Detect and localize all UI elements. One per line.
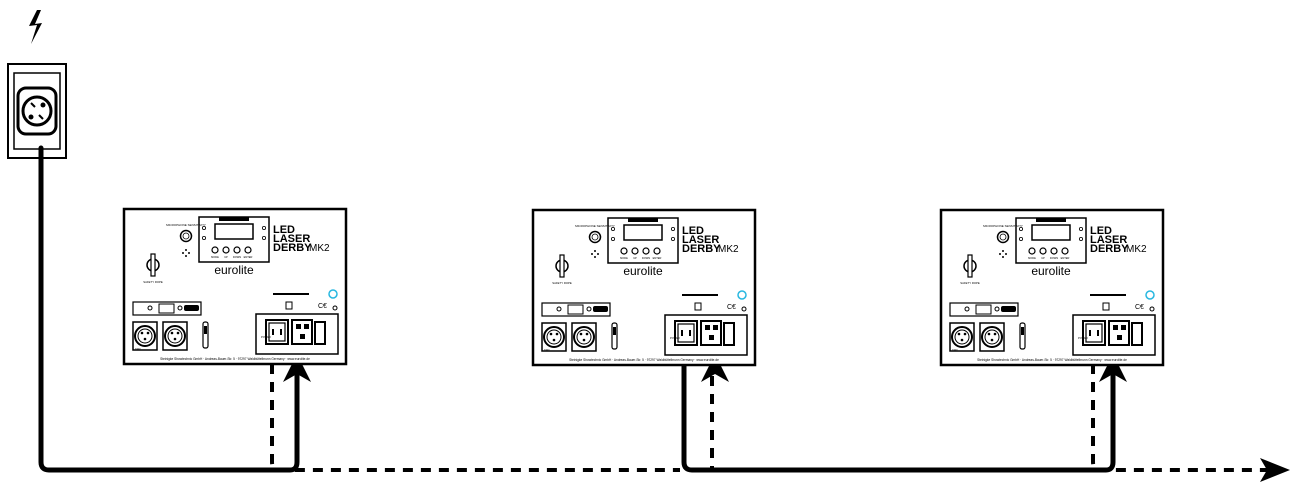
- control-button: [632, 248, 638, 254]
- mic-knob: [998, 232, 1009, 243]
- fuse-slot: [568, 305, 583, 314]
- power-in-socket-icon: [675, 321, 697, 345]
- mic-sensitivity-label: MICROPHONE SENSITIVITY: [166, 223, 206, 227]
- control-button: [1051, 248, 1057, 254]
- power-out-socket-icon: [292, 320, 312, 344]
- power-label: POWER: [670, 336, 680, 340]
- xlr-connector-icon: [572, 323, 596, 351]
- mic-sensitivity-label: MICROPHONE SENSITIVITY: [575, 224, 615, 228]
- wall-socket-icon: [8, 64, 66, 158]
- title-line-derby: DERBY: [273, 242, 312, 254]
- control-button-label: UP: [1041, 256, 1045, 260]
- control-button: [1040, 248, 1046, 254]
- power-in-socket-icon: [1083, 321, 1105, 345]
- control-button: [1029, 248, 1035, 254]
- control-button-label: MODE: [620, 256, 628, 260]
- xlr-connector-icon: [542, 323, 566, 351]
- mic-knob: [590, 232, 601, 243]
- control-label: CONTROL: [227, 218, 242, 222]
- dmx-label: DMX: [544, 348, 550, 352]
- serial-label-strip: [273, 293, 309, 295]
- safety-rope-label: SAFETY ROPE: [552, 281, 572, 285]
- serial-label-strip: [1090, 294, 1126, 296]
- fuse-brand-mark: [1001, 306, 1016, 312]
- safety-rope-label: SAFETY ROPE: [960, 281, 980, 285]
- model-suffix: MK2: [718, 244, 739, 255]
- ce-mark: C€: [318, 303, 327, 310]
- selector-knob: [1021, 327, 1024, 335]
- brand-logo: eurolite: [214, 263, 254, 277]
- control-label: CONTROL: [1044, 219, 1059, 223]
- model-suffix: MK2: [309, 243, 330, 254]
- control-button: [654, 248, 660, 254]
- xlr-connector-icon: [980, 323, 1004, 351]
- fuse-slot: [159, 304, 174, 313]
- safety-rope-label: SAFETY ROPE: [143, 280, 163, 284]
- brand-logo: eurolite: [1031, 264, 1071, 278]
- control-button-label: UP: [633, 256, 637, 260]
- control-button: [223, 247, 229, 253]
- footer-address: Steinigke Showtechnic GmbH · Andreas-Bau…: [160, 357, 310, 361]
- control-button-label: MODE: [1028, 256, 1036, 260]
- control-button: [643, 248, 649, 254]
- control-button-label: DOWN: [233, 255, 241, 259]
- selector-switch: [1020, 323, 1025, 349]
- dmx-label: DMX: [135, 347, 141, 351]
- xlr-connector-icon: [163, 322, 187, 350]
- mic-sensitivity-label: MICROPHONE SENSITIVITY: [983, 224, 1023, 228]
- xlr-connector-icon: [133, 322, 157, 350]
- control-button: [621, 248, 627, 254]
- control-button: [212, 247, 218, 253]
- device-panel: CONTROL MODE UP DOWNENTER MICROPHONE SENSITI…: [124, 209, 346, 364]
- selector-knob: [613, 327, 616, 335]
- fuse-brand-mark: [593, 306, 608, 312]
- mic-knob: [181, 231, 192, 242]
- selector-switch: [203, 322, 208, 348]
- power-out-socket-icon: [701, 321, 721, 345]
- selector-knob: [204, 326, 207, 334]
- power-in-socket-icon: [266, 320, 288, 344]
- fuse-brand-mark: [184, 305, 199, 311]
- fuse-drawer: [1132, 323, 1142, 345]
- fuse-slot: [976, 305, 991, 314]
- power-cable-dashed: [272, 364, 1268, 470]
- control-button-label: ENTER: [244, 255, 253, 259]
- control-button: [234, 247, 240, 253]
- control-button-label: ENTER: [653, 256, 662, 260]
- control-button-label: DOWN: [1050, 256, 1058, 260]
- fuse-drawer: [724, 323, 734, 345]
- display-screen: [1032, 225, 1070, 240]
- brand-logo: eurolite: [623, 264, 663, 278]
- fuse-drawer: [315, 322, 325, 344]
- control-button-label: DOWN: [642, 256, 650, 260]
- power-label: POWER: [1078, 336, 1088, 340]
- control-button-label: UP: [224, 255, 228, 259]
- ce-mark: C€: [1135, 304, 1144, 311]
- footer-address: Steinigke Showtechnic GmbH · Andreas-Bau…: [977, 358, 1127, 362]
- dmx-label: DMX: [952, 348, 958, 352]
- control-label: CONTROL: [636, 219, 651, 223]
- xlr-connector-icon: [950, 323, 974, 351]
- selector-switch: [612, 323, 617, 349]
- ce-mark: C€: [727, 304, 736, 311]
- display-screen: [215, 224, 253, 239]
- control-button: [245, 247, 251, 253]
- control-button: [1062, 248, 1068, 254]
- serial-label-strip: [682, 294, 718, 296]
- title-line-derby: DERBY: [682, 243, 721, 255]
- control-button-label: ENTER: [1061, 256, 1070, 260]
- power-label: POWER: [261, 335, 271, 339]
- lightning-icon: [29, 10, 42, 44]
- model-suffix: MK2: [1126, 244, 1147, 255]
- display-screen: [624, 225, 662, 240]
- footer-address: Steinigke Showtechnic GmbH · Andreas-Bau…: [569, 358, 719, 362]
- power-out-socket-icon: [1109, 321, 1129, 345]
- title-line-derby: DERBY: [1090, 243, 1129, 255]
- control-button-label: MODE: [211, 255, 219, 259]
